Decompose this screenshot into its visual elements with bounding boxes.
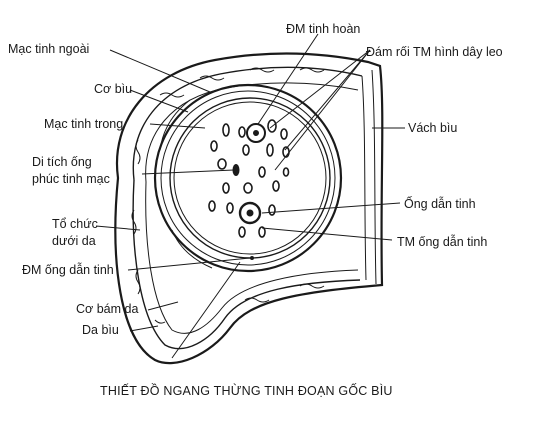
label-tm-ong-dan-tinh: TM ống dẫn tinh bbox=[397, 234, 487, 249]
inner-ring bbox=[173, 101, 327, 255]
pampiniform-plexus-icon bbox=[208, 119, 290, 238]
mac-tinh-ngoai-ring bbox=[153, 83, 343, 273]
label-dam-roi: Đám rối TM hình dây leo bbox=[366, 45, 503, 59]
label-co-bam-da: Cơ bám da bbox=[76, 302, 138, 316]
leader-lines bbox=[95, 33, 405, 359]
scrotal-wall bbox=[114, 52, 384, 365]
labels: ĐM tinh hoàn Đám rối TM hình dây leo Mạc… bbox=[8, 22, 503, 398]
label-mac-tinh-ngoai: Mạc tinh ngoài bbox=[8, 42, 89, 56]
label-di-tich-2: phúc tinh mạc bbox=[32, 172, 110, 186]
label-co-biu: Cơ bìu bbox=[94, 82, 132, 96]
label-dm-ong-dan-tinh: ĐM ống dẫn tinh bbox=[22, 262, 114, 277]
spermatic-cord bbox=[153, 83, 343, 273]
label-vach-biu: Vách bìu bbox=[408, 121, 457, 135]
testicular-artery-icon bbox=[246, 123, 266, 143]
label-mac-tinh-trong: Mạc tinh trong bbox=[44, 117, 123, 131]
figure-caption: THIẾT ĐỒ NGANG THỪNG TINH ĐOẠN GỐC BÌU bbox=[100, 383, 393, 398]
label-to-chuc-1: Tổ chức bbox=[52, 217, 98, 231]
label-ong-dan-tinh: Ống dẫn tinh bbox=[404, 196, 476, 211]
mac-tinh-trong-ring bbox=[169, 97, 331, 259]
vas-deferens-icon bbox=[238, 201, 262, 225]
label-di-tich-1: Di tích ống bbox=[32, 155, 92, 169]
label-da-biu: Da bìu bbox=[82, 323, 119, 337]
cord-fascia-ring bbox=[160, 90, 336, 266]
label-to-chuc-2: dưới da bbox=[52, 234, 96, 248]
processus-remnant-icon bbox=[232, 164, 240, 176]
vas-artery-icon bbox=[250, 256, 254, 260]
label-dm-tinh-hoan: ĐM tinh hoàn bbox=[286, 22, 360, 36]
